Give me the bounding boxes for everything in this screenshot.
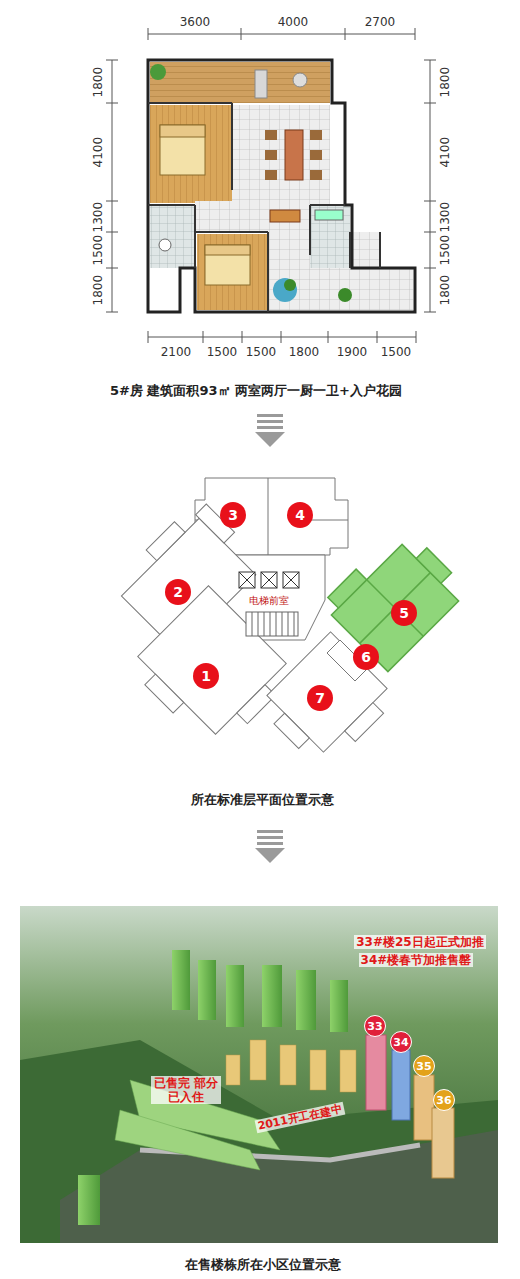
building-tag: 35 — [413, 1055, 435, 1077]
unit-callout: 6 — [353, 644, 379, 670]
callout-number: 5 — [399, 605, 409, 621]
unit-callout: 5 — [391, 600, 417, 626]
callout-number: 4 — [295, 507, 305, 523]
text-label: 34#楼春节加推售罄 — [359, 953, 474, 967]
dimension-label: 1900 — [337, 345, 368, 359]
dimension-label: 4100 — [438, 137, 452, 168]
dimension-label: 1500 — [438, 235, 452, 266]
callout-number: 3 — [228, 507, 238, 523]
callout-number: 6 — [361, 649, 371, 665]
unit-callout: 2 — [165, 579, 191, 605]
text-label: 电梯前室 — [247, 595, 291, 607]
dimension-label: 1500 — [91, 235, 105, 266]
dimension-label: 1300 — [91, 202, 105, 233]
dimension-label: 1500 — [381, 345, 412, 359]
callout-number: 36 — [436, 1094, 451, 1107]
text-label: 在售楼栋所在小区位置示意 — [185, 1257, 341, 1273]
dimension-label: 1500 — [207, 345, 238, 359]
unit-callout: 4 — [287, 502, 313, 528]
text-label: 所在标准层平面位置示意 — [191, 792, 334, 808]
dimension-label: 1800 — [91, 275, 105, 306]
building-tag: 34 — [390, 1031, 412, 1053]
dimension-label: 1300 — [438, 202, 452, 233]
dimension-label: 4000 — [278, 15, 309, 29]
text-label: 5#房 建筑面积93㎡ 两室两厅一厨一卫+入户花园 — [110, 383, 402, 399]
dimension-label: 3600 — [180, 15, 211, 29]
callout-number: 35 — [416, 1060, 431, 1073]
dimension-label: 1500 — [246, 345, 277, 359]
callout-number: 34 — [393, 1036, 408, 1049]
unit-callout: 7 — [307, 685, 333, 711]
text-label: 已售完 部分已入住 — [151, 1076, 221, 1105]
unit-callout: 1 — [193, 663, 219, 689]
callout-number: 33 — [367, 1020, 382, 1033]
dimension-label: 2700 — [365, 15, 396, 29]
dimension-label: 2100 — [161, 345, 192, 359]
text-label: 33#楼25日起正式加推 — [354, 935, 485, 949]
dimension-label: 1800 — [438, 67, 452, 98]
dimension-label: 4100 — [91, 137, 105, 168]
unit-callout: 3 — [220, 502, 246, 528]
building-tag: 33 — [364, 1015, 386, 1037]
dimension-label: 1800 — [91, 67, 105, 98]
building-tag: 36 — [433, 1089, 455, 1111]
callout-number: 7 — [315, 690, 325, 706]
callout-number: 1 — [201, 668, 211, 684]
dimension-label: 1800 — [438, 275, 452, 306]
dimension-label: 1800 — [289, 345, 320, 359]
callout-number: 2 — [173, 584, 183, 600]
